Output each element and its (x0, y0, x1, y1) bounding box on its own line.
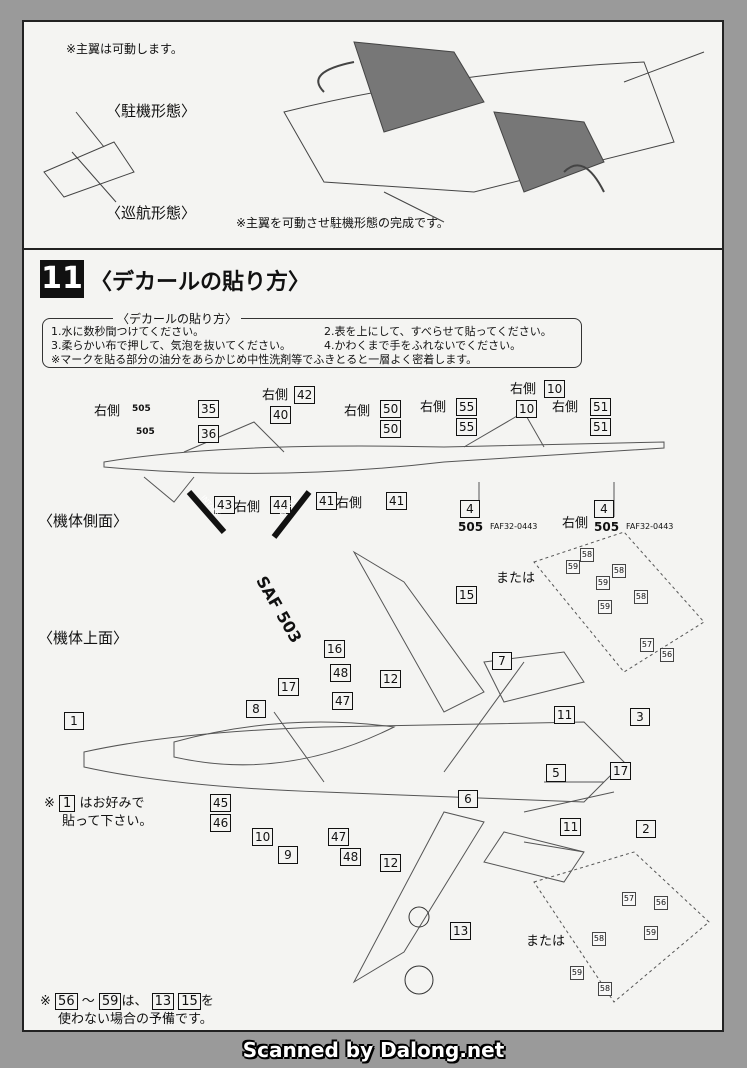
decal-11-b: 11 (560, 818, 582, 836)
decal-51: 51 (590, 398, 612, 416)
decal-48-b: 48 (340, 848, 362, 866)
decal-40: 40 (270, 406, 292, 424)
decal-43: 43 (214, 496, 236, 514)
right-side-label-1: 右側 (94, 404, 121, 419)
decal-instructions: 〈デカールの貼り方〉 1.水に数秒間つけてください。 2.表を上にして、すべらせ… (42, 310, 582, 368)
step-2: 2.表を上にして、すべらせて貼ってください。 (324, 325, 552, 338)
decal-7: 7 (492, 652, 512, 670)
decal-46: 46 (210, 814, 232, 832)
optional-note-2: 貼って下さい。 (62, 814, 153, 829)
decal-47: 47 (332, 692, 354, 710)
or-label-bottom: または (526, 934, 566, 949)
side-view-label: 〈機体側面〉 (38, 512, 129, 530)
decal-48: 48 (330, 664, 352, 682)
decal-41-b: 41 (386, 492, 408, 510)
wing-illustration (43, 41, 705, 223)
scan-credit: Scanned by Dalong.net (242, 1038, 505, 1062)
decal-8: 8 (246, 700, 266, 718)
decal-56-b: 56 (654, 896, 668, 910)
right-side-label-7: 右側 (234, 500, 261, 515)
decal-3: 3 (630, 708, 650, 726)
decal-58-c: 58 (634, 590, 648, 604)
decal-51-b: 51 (590, 418, 612, 436)
section-title: 〈デカールの貼り方〉 (90, 270, 311, 295)
decal-16: 16 (324, 640, 346, 658)
step-number: 11 (40, 260, 84, 298)
optional-note: ※ 1 はお好みで (44, 795, 145, 812)
right-side-label-3: 右側 (344, 404, 371, 419)
decal-58-e: 58 (598, 982, 612, 996)
top-view-label: 〈機体上面〉 (38, 629, 129, 647)
decal-15: 15 (456, 586, 478, 604)
decal-47-b: 47 (328, 828, 350, 846)
decal-42: 42 (294, 386, 316, 404)
degrease-note: ※マークを貼る部分の油分をあらかじめ中性洗剤等でふきとると一層よく密着します。 (51, 353, 478, 366)
decal-36: 36 (198, 425, 220, 443)
decal-12-b: 12 (380, 854, 402, 872)
right-side-label-8: 右側 (336, 496, 363, 511)
decal-57-b: 57 (622, 892, 636, 906)
right-side-label-4: 右側 (420, 400, 447, 415)
decal-59-d: 59 (644, 926, 658, 940)
right-side-label-2: 右側 (262, 388, 289, 403)
decal-58-b: 58 (612, 564, 626, 578)
decal-59-c: 59 (598, 600, 612, 614)
decal-59: 59 (566, 560, 580, 574)
serial-text-b: FAF32-0443 (626, 522, 674, 531)
decal-50-b: 50 (380, 420, 402, 438)
step-1: 1.水に数秒間つけてください。 (51, 325, 205, 338)
decal-44: 44 (270, 496, 292, 514)
right-side-label-6: 右側 (552, 400, 579, 415)
decal-10-b: 10 (516, 400, 538, 418)
serial-505-b: 505 (594, 520, 620, 534)
cruise-mode-label: 〈巡航形態〉 (106, 204, 197, 222)
decal-9: 9 (278, 846, 298, 864)
decal-1: 1 (64, 712, 84, 730)
decal-2: 2 (636, 820, 656, 838)
decal-text-505-b: 505 (136, 427, 155, 437)
decal-55: 55 (456, 398, 478, 416)
decal-5: 5 (546, 764, 566, 782)
main-wing-panel: ※主翼は可動します。 〈駐機形態〉 〈巡航形態〉 ※主翼を可動させ駐機形態の完成… (24, 22, 722, 250)
decal-6: 6 (458, 790, 478, 808)
decal-13: 13 (450, 922, 472, 940)
decal-59-b: 59 (596, 576, 610, 590)
decal-58-d: 58 (592, 932, 606, 946)
serial-505-a: 505 (458, 520, 484, 534)
decal-12: 12 (380, 670, 402, 688)
spare-note-2: 使わない場合の予備です。 (58, 1012, 213, 1027)
main-wing-note: ※主翼は可動します。 (66, 42, 183, 56)
decal-45: 45 (210, 794, 232, 812)
step-4: 4.かわくまで手をふれないでください。 (324, 339, 522, 352)
decal-11: 11 (554, 706, 576, 724)
or-label-top: または (496, 571, 536, 586)
serial-text-a: FAF32-0443 (490, 522, 538, 531)
instruction-sheet: ※主翼は可動します。 〈駐機形態〉 〈巡航形態〉 ※主翼を可動させ駐機形態の完成… (22, 20, 724, 1032)
decal-10: 10 (544, 380, 566, 398)
right-side-label-9: 右側 (562, 516, 589, 531)
decal-41: 41 (316, 492, 338, 510)
right-side-label-5: 右側 (510, 382, 537, 397)
complete-note: ※主翼を可動させ駐機形態の完成です。 (236, 216, 449, 230)
decal-57: 57 (640, 638, 654, 652)
instructions-title: 〈デカールの貼り方〉 (113, 310, 242, 327)
decal-59-e: 59 (570, 966, 584, 980)
decal-55-b: 55 (456, 418, 478, 436)
decal-17-b: 17 (610, 762, 632, 780)
parked-mode-label: 〈駐機形態〉 (106, 102, 197, 120)
decal-17: 17 (278, 678, 300, 696)
decal-4: 4 (460, 500, 480, 518)
decal-35: 35 (198, 400, 220, 418)
optional-decal-ref: 1 (59, 795, 76, 812)
decal-56: 56 (660, 648, 674, 662)
decal-58: 58 (580, 548, 594, 562)
decal-4-b: 4 (594, 500, 614, 518)
decal-text-505-a: 505 (132, 404, 151, 414)
decal-50: 50 (380, 400, 402, 418)
decal-10-top: 10 (252, 828, 274, 846)
step-3: 3.柔らかい布で押して、気泡を抜いてください。 (51, 339, 291, 352)
